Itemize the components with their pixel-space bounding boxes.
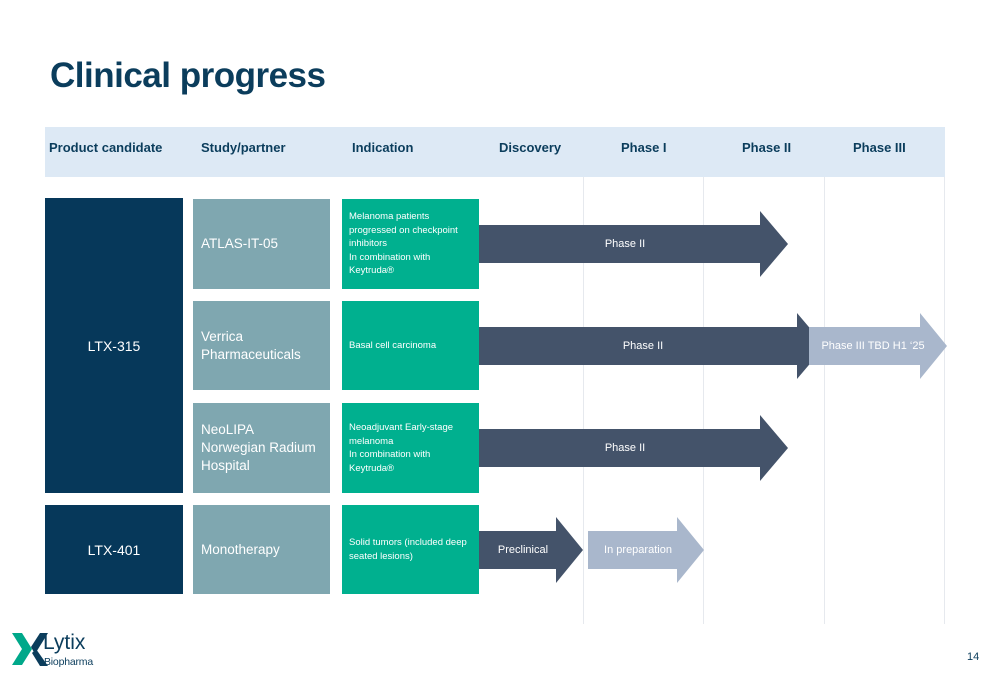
arrow-label: Phase II [604,442,646,454]
candidate-ltx-401: LTX-401 [45,505,183,594]
table-header-bar [45,127,945,177]
candidate-label: LTX-401 [87,541,141,558]
progress-arrow-preclinical [479,517,583,583]
study-label: Monotherapy [201,541,280,557]
header-phase-2: Phase II [742,140,792,155]
study-cell: Verrica Pharmaceuticals [193,301,330,390]
study-cell: ATLAS-IT-05 [193,199,330,289]
study-label: NeoLIPA Norwegian Radium Hospital [201,422,316,473]
study-label: Verrica Pharmaceuticals [201,328,301,362]
arrow-label: Preclinical [497,544,549,556]
column-divider [703,177,704,624]
arrow-label: Phase III TBD H1 ‘25 [821,340,925,352]
arrow-label: In preparation [604,544,672,556]
logo-subtitle: Biopharma [44,656,93,668]
indication-cell: Melanoma patients progressed on checkpoi… [342,199,479,289]
arrow-label: Phase II [622,340,664,352]
indication-cell: Basal cell carcinoma [342,301,479,390]
header-indication: Indication [352,140,414,155]
progress-arrow-phase-2 [479,211,788,277]
indication-label: Neoadjuvant Early-stage melanoma In comb… [349,422,454,474]
page-number: 14 [967,651,980,663]
study-cell: NeoLIPA Norwegian Radium Hospital [193,403,330,493]
page-title: Clinical progress [50,56,326,95]
lytix-logo-icon [12,633,48,666]
column-divider [824,177,825,624]
arrow-label: Phase II [604,238,646,250]
progress-arrow-in-preparation [588,517,704,583]
progress-arrow-phase-3 [809,313,947,379]
study-label: ATLAS-IT-05 [201,236,279,251]
candidate-ltx-315: LTX-315 [45,198,183,493]
indication-cell: Solid tumors (included deep seated lesio… [342,505,479,594]
column-divider [583,177,584,624]
header-phase-3: Phase III [853,140,906,155]
logo-wordmark: Lytix [43,631,86,654]
header-study-partner: Study/partner [201,140,286,155]
progress-arrow-phase-2 [479,313,825,379]
column-divider [944,177,945,624]
header-phase-1: Phase I [621,140,667,155]
header-discovery: Discovery [499,140,562,155]
study-cell: Monotherapy [193,505,330,594]
indication-label: Melanoma patients progressed on checkpoi… [349,211,458,277]
header-product-candidate: Product candidate [49,140,163,155]
indication-label: Solid tumors (included deep seated lesio… [349,537,467,562]
candidate-label: LTX-315 [87,337,141,354]
indication-label: Basal cell carcinoma [349,339,437,351]
indication-cell: Neoadjuvant Early-stage melanoma In comb… [342,403,479,493]
progress-arrow-phase-2 [479,415,788,481]
